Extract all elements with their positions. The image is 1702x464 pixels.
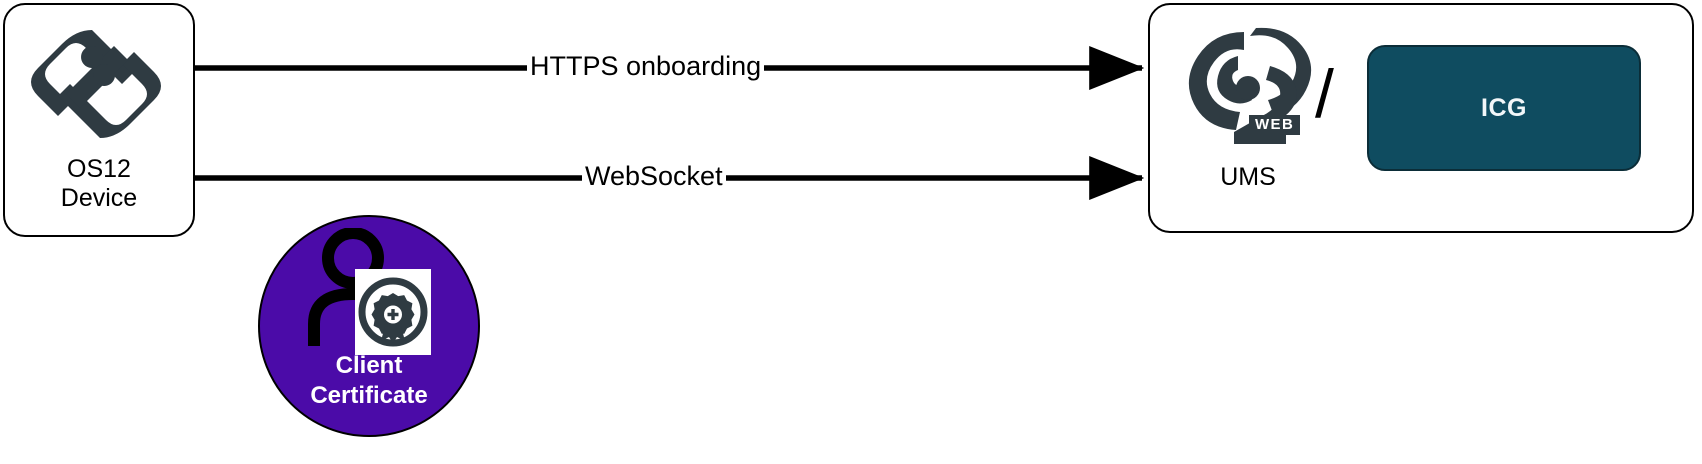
certificate-seal-icon	[355, 269, 431, 355]
edge-label-https-onboarding: HTTPS onboarding	[527, 51, 765, 81]
edge-label-websocket: WebSocket	[582, 161, 726, 191]
extreme-networks-logo-icon	[30, 24, 162, 144]
logo-web-chip: WEB	[1249, 115, 1301, 135]
client-certificate-caption: Client Certificate	[310, 352, 428, 409]
icg-badge-label: ICG	[1481, 93, 1527, 122]
logo-separator-slash: /	[1315, 56, 1334, 132]
icg-badge[interactable]: ICG	[1367, 45, 1641, 171]
node-ums-caption: UMS	[1220, 163, 1276, 191]
node-os12-device-caption: OS12 Device	[60, 155, 138, 212]
extreme-web-logo-icon	[1178, 26, 1318, 148]
